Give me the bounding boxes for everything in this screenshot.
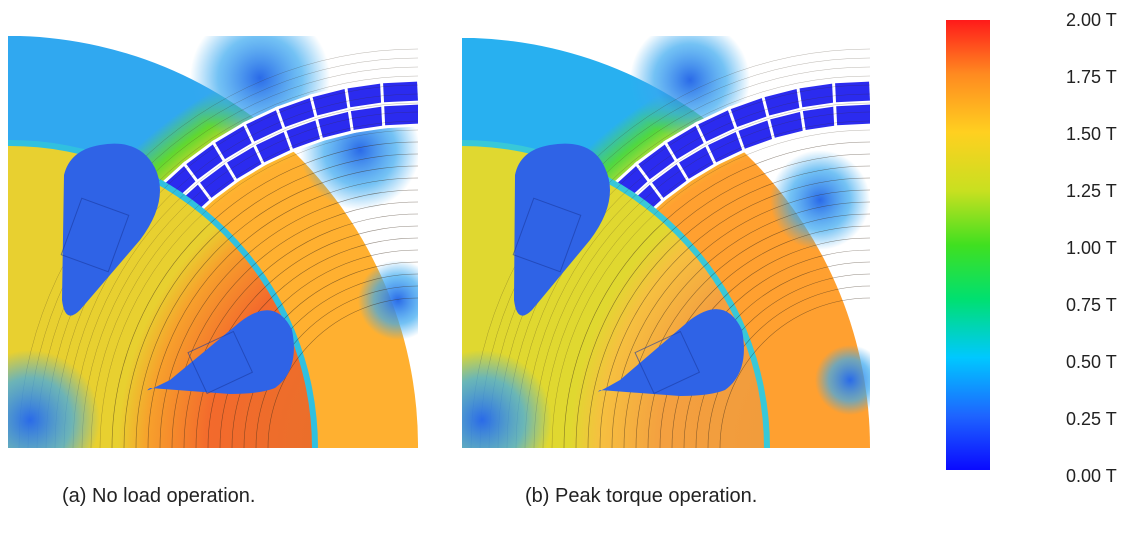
coil-conductor — [246, 109, 286, 142]
flux-line — [659, 237, 870, 448]
colorbar-tick-label: 0.00 T — [1066, 466, 1117, 486]
panel-b-machine-plot — [462, 36, 870, 448]
stator-slot — [831, 78, 870, 129]
coil-conductor — [350, 106, 388, 130]
coil-conductor — [764, 88, 803, 116]
flux-line — [243, 273, 418, 448]
coil-conductor — [738, 119, 777, 149]
flux-line — [195, 225, 418, 448]
coil-conductor — [347, 83, 384, 108]
coil-conductor — [383, 81, 418, 103]
stator-slot — [308, 85, 360, 142]
flux-line — [707, 285, 870, 448]
flux-line — [123, 153, 418, 448]
flux-line — [99, 129, 418, 448]
coil-conductor — [278, 97, 318, 128]
coil-conductor — [730, 97, 770, 128]
flux-line — [719, 297, 870, 448]
coil-conductor — [770, 111, 808, 138]
flux-line — [695, 273, 870, 448]
coil-conductor — [836, 104, 870, 126]
coil-conductor — [227, 145, 266, 179]
flux-line — [231, 261, 418, 448]
stator-slot — [344, 80, 391, 134]
flux-line — [183, 213, 418, 448]
coil-conductor — [286, 119, 325, 149]
coil-conductor — [215, 125, 255, 160]
coil-conductor — [384, 104, 418, 126]
flux-line — [551, 129, 870, 448]
flux-line — [111, 141, 418, 448]
coil-conductor — [835, 81, 870, 103]
panel-b-shaft-region — [462, 350, 552, 448]
coil-conductor — [698, 109, 738, 142]
flux-line — [533, 111, 870, 448]
caption-panel-a: (a) No load operation. — [62, 485, 256, 507]
flux-line — [635, 213, 870, 448]
flux-line — [267, 297, 418, 448]
caption-panel-b: (b) Peak torque operation. — [525, 485, 758, 507]
flux-line — [623, 201, 870, 448]
colorbar-tick-label: 2.00 T — [1066, 10, 1117, 30]
panel-a-machine-plot — [8, 36, 418, 448]
coil-conductor — [186, 143, 225, 180]
flux-line — [207, 237, 418, 448]
flux-line — [599, 177, 870, 448]
flux-line — [575, 153, 870, 448]
colorbar-tick-label: 1.75 T — [1066, 67, 1117, 87]
panel-b-flux-barrier-2 — [598, 309, 744, 396]
flux-line — [671, 249, 870, 448]
flux-line — [135, 165, 418, 448]
colorbar-tick-label: 1.25 T — [1066, 181, 1117, 201]
flux-line — [563, 141, 870, 448]
coil-conductor — [802, 106, 840, 130]
flux-line — [90, 120, 418, 448]
coil-conductor — [638, 143, 677, 180]
coil-conductor — [312, 88, 351, 116]
colorbar — [946, 20, 990, 470]
colorbar-tick-label: 1.50 T — [1066, 124, 1117, 144]
flux-line — [219, 249, 418, 448]
flux-line — [524, 102, 870, 448]
flux-line — [587, 165, 870, 448]
flux-line — [147, 177, 418, 448]
flux-line — [542, 120, 870, 448]
flux-line — [683, 261, 870, 448]
panel-b-flux-barrier-1 — [514, 143, 610, 316]
flux-line — [647, 225, 870, 448]
colorbar-tick-label: 0.50 T — [1066, 352, 1117, 372]
coil-conductor — [707, 130, 747, 163]
panel-a-shaft-region — [8, 350, 100, 448]
stator-slot — [211, 121, 271, 183]
coil-conductor — [799, 83, 836, 108]
coil-conductor — [679, 145, 718, 179]
flux-line — [255, 285, 418, 448]
coil-conductor — [667, 125, 707, 160]
flux-line — [72, 102, 418, 448]
flux-line — [159, 189, 418, 448]
coil-conductor — [318, 111, 356, 138]
colorbar-tick-label: 0.75 T — [1066, 295, 1117, 315]
flux-line — [81, 111, 418, 448]
colorbar-tick-label: 1.00 T — [1066, 238, 1117, 258]
stator-slot — [379, 78, 418, 129]
flux-line — [171, 201, 418, 448]
panel-a-flux-barrier-2 — [147, 310, 294, 394]
coil-conductor — [255, 130, 295, 163]
panel-a-flux-barrier-1 — [62, 143, 160, 316]
colorbar-tick-label: 0.25 T — [1066, 409, 1117, 429]
